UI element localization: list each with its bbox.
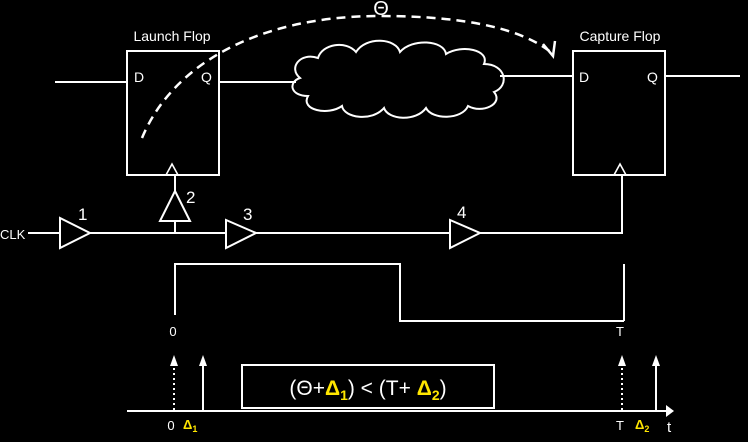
buffer-2-label: 2 (186, 188, 195, 207)
clock-buffer-3 (225, 218, 259, 250)
timeline-t-label: t (667, 419, 672, 436)
capture-flop-q-pin: Q (647, 69, 658, 85)
launch-flop-box (126, 50, 220, 176)
waveform-zero-label: 0 (169, 324, 176, 339)
capture-flop-box (572, 50, 666, 176)
capture-flop: Capture Flop D Q (572, 28, 666, 176)
timeline-delta2-label: Δ2 (635, 417, 649, 434)
launch-flop: Launch Flop D Q (126, 28, 220, 176)
actual-launch-edge-arrowhead (199, 355, 207, 366)
buffer-1-label: 1 (78, 205, 87, 224)
capture-flop-title: Capture Flop (580, 28, 661, 44)
path-delay-theta-label: Θ (373, 0, 389, 20)
launch-clock-pin (165, 162, 179, 176)
clock-buffer-2 (158, 188, 192, 222)
ideal-launch-edge-arrowhead (170, 355, 178, 366)
combinational-logic-cloud (291, 39, 505, 119)
launch-flop-d-pin: D (134, 69, 144, 85)
capture-clock-wire (480, 175, 623, 234)
buffer-4-label: 4 (457, 203, 466, 222)
capture-flop-d-pin: D (579, 69, 589, 85)
timeline-delta1-label: Δ1 (183, 417, 197, 434)
buffer-3-label: 3 (243, 205, 252, 224)
actual-capture-edge-arrowhead (652, 355, 660, 366)
setup-equation: (Θ+Δ1) < (T+ Δ2) (289, 377, 446, 403)
dashed-arrowhead (542, 40, 557, 59)
timeline-zero-label: 0 (167, 418, 174, 433)
clock-buffer-1 (59, 216, 93, 250)
waveform-T-label: T (616, 324, 624, 339)
clk-label: CLK (0, 227, 26, 242)
timeline-T-label: T (616, 418, 624, 433)
clock-waveform (174, 263, 624, 322)
time-axis-arrowhead (666, 405, 674, 417)
clock-buffer-4 (449, 218, 483, 250)
dashed-path-arrow (140, 14, 554, 139)
ideal-capture-edge-arrowhead (618, 355, 626, 366)
setup-equation-box (241, 364, 495, 409)
launch-flop-title: Launch Flop (133, 28, 210, 44)
capture-clock-pin (613, 162, 627, 176)
launch-flop-q-pin: Q (201, 69, 212, 85)
